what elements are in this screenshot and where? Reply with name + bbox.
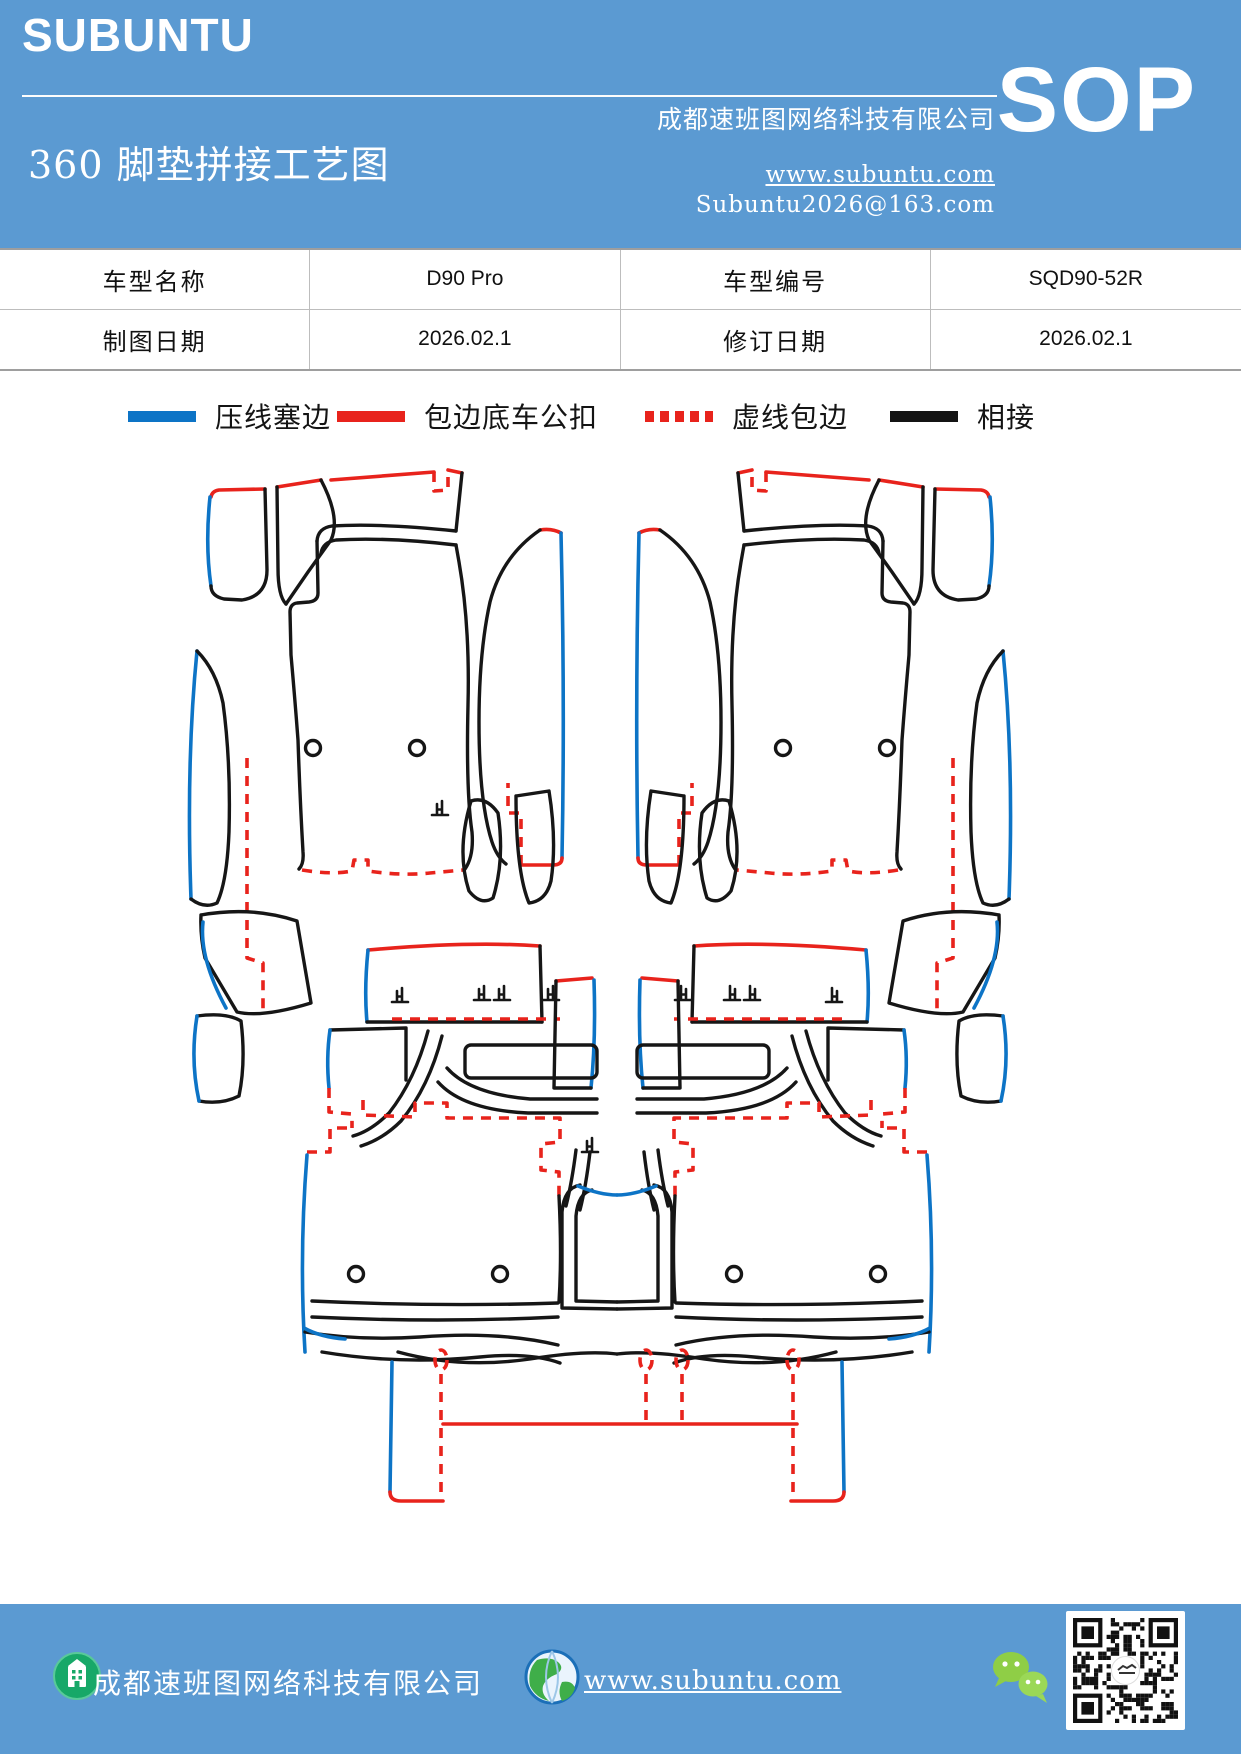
table-cell-code-value: SQD90-52R <box>930 250 1241 310</box>
legend-item-press-edge: 压线塞边 <box>128 396 331 436</box>
sop-label: SOP <box>996 49 1197 151</box>
legend-item-join: 相接 <box>890 396 1035 436</box>
legend-label: 包边底车公扣 <box>424 401 599 434</box>
header-divider-line <box>22 95 997 97</box>
table-cell-revdate-label: 修订日期 <box>621 309 931 369</box>
red-line-swatch <box>337 410 405 422</box>
black-line-swatch <box>890 410 958 422</box>
footer-website-link[interactable]: www.subuntu.com <box>584 1666 842 1696</box>
wechat-icon <box>993 1652 1048 1703</box>
line-type-legend: 压线塞边 包边底车公扣 虚线包边 相接 <box>0 396 1241 436</box>
email-address: Subuntu2026@163.com <box>695 192 995 218</box>
table-cell-drawdate-label: 制图日期 <box>0 309 311 369</box>
header-contact-block: 成都速班图网络科技有限公司 www.subuntu.com Subuntu202… <box>575 100 995 218</box>
company-name: 成都速班图网络科技有限公司 <box>656 105 995 134</box>
website-link[interactable]: www.subuntu.com <box>765 162 995 188</box>
building-icon <box>53 1652 101 1700</box>
legend-label: 虚线包边 <box>732 401 849 434</box>
blue-line-swatch <box>128 410 196 422</box>
footer-company-name: 成都速班图网络科技有限公司 <box>93 1667 484 1700</box>
legend-label: 压线塞边 <box>215 401 332 434</box>
front-right-mat-group <box>634 468 1013 1105</box>
red-dashed-swatch <box>645 410 713 422</box>
globe-icon <box>524 1649 580 1705</box>
table-cell-model-value: D90 Pro <box>310 250 621 310</box>
page-title: 360 脚垫拼接工艺图 <box>28 143 390 187</box>
vehicle-info-table: 车型名称 D90 Pro 车型编号 SQD90-52R 制图日期 2026.02… <box>0 248 1241 371</box>
footer-icons <box>53 1611 1185 1730</box>
legend-item-dashed-edge: 虚线包边 <box>645 396 848 436</box>
table-cell-model-label: 车型名称 <box>0 250 311 310</box>
header-band: SUBUNTU 360 脚垫拼接工艺图 成都速班图网络科技有限公司 www.su… <box>0 0 1241 248</box>
table-cell-drawdate-value: 2026.02.1 <box>310 309 621 369</box>
table-cell-revdate-value: 2026.02.1 <box>1039 327 1133 351</box>
brand-logo: SUBUNTU <box>22 9 254 61</box>
table-cell-code-label: 车型编号 <box>620 250 931 310</box>
rear-right-mat-group <box>617 944 932 1501</box>
legend-label: 相接 <box>977 401 1036 434</box>
footer-band: 成都速班图网络科技有限公司 www.subuntu.com <box>0 1604 1241 1754</box>
legend-item-bound-edge: 包边底车公扣 <box>337 396 598 436</box>
qr-code <box>1066 1611 1185 1730</box>
